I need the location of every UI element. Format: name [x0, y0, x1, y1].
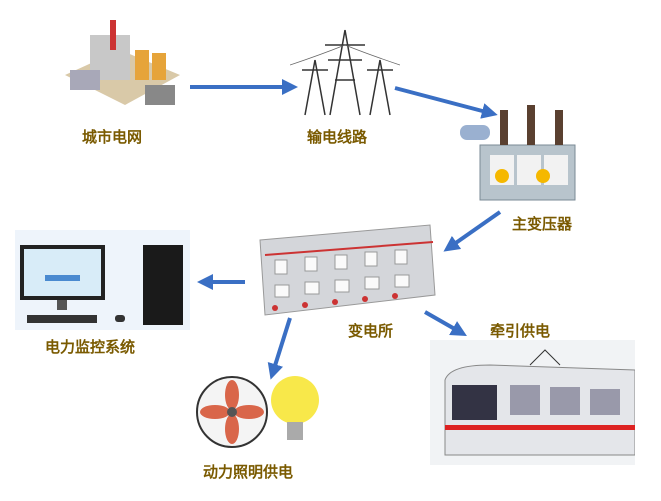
transmission-towers-image: [290, 29, 400, 116]
power-plant-image: [65, 20, 180, 105]
arrow-substation-to-traction: [424, 310, 467, 336]
label-transmission-line: 输电线路: [307, 128, 368, 146]
label-scada: 电力监控系统: [45, 338, 136, 356]
monitoring-computer-image: [15, 230, 190, 330]
switchgear-image: [259, 224, 436, 316]
arrow-substation-to-lighting: [267, 317, 292, 380]
label-lighting: 动力照明供电: [203, 463, 294, 481]
arrow-transformer-to-substation: [443, 210, 502, 252]
label-main-transformer: 主变压器: [512, 215, 573, 233]
label-city-grid: 城市电网: [82, 128, 143, 146]
fan-and-bulb-image: [196, 376, 319, 448]
label-substation: 变电所: [348, 322, 394, 340]
label-traction: 牵引供电: [490, 322, 551, 340]
transformer-image: [460, 105, 576, 201]
arrow-line-to-transformer: [394, 86, 498, 119]
train-image: [430, 340, 635, 465]
